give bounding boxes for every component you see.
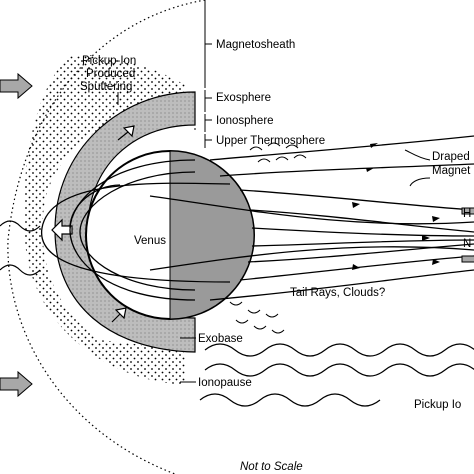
bow-shock xyxy=(7,0,206,474)
tail-rays-clouds xyxy=(229,142,307,334)
solar-wind-arrow-top xyxy=(0,72,33,100)
leader-lines xyxy=(117,0,431,383)
sputter-arrow-top xyxy=(117,125,135,141)
label-right-n: N xyxy=(463,238,471,250)
solar-wind-arrow-bottom xyxy=(0,370,33,398)
label-draped-2: Magnet xyxy=(432,165,471,177)
tail-field-lines xyxy=(149,135,474,301)
tail-arrowheads xyxy=(352,143,440,270)
label-ionosphere: Ionosphere xyxy=(216,115,274,127)
label-exobase: Exobase xyxy=(198,333,243,345)
label-pickup-sputter-3: Sputtering xyxy=(80,81,132,93)
sputter-arrow-bottom xyxy=(111,307,127,323)
label-upper-thermosphere: Upper Thermosphere xyxy=(216,135,325,147)
right-arrow-top xyxy=(461,207,474,215)
draped-field-lines xyxy=(41,159,231,301)
label-exosphere: Exosphere xyxy=(216,92,271,104)
label-draped-1: Draped xyxy=(432,151,470,163)
venus-night-side xyxy=(169,150,255,320)
label-pickup-sputter-2: Produced xyxy=(86,68,135,80)
ionosphere-band xyxy=(54,91,196,353)
label-venus: Venus xyxy=(134,235,166,247)
label-ionopause: Ionopause xyxy=(198,377,252,389)
label-not-to-scale: Not to Scale xyxy=(240,461,303,473)
label-pickup-sputter-1: Pickup-Ion xyxy=(82,55,136,67)
wavy-lines xyxy=(0,220,474,407)
label-tail-rays: Tail Rays, Clouds? xyxy=(290,287,385,299)
label-right-h: H xyxy=(463,208,471,220)
label-pickup-ions: Pickup Io xyxy=(414,399,461,411)
sputtering-dot-cloud xyxy=(24,55,185,385)
label-magnetosheath: Magnetosheath xyxy=(216,39,295,51)
right-arrow-bottom xyxy=(461,255,474,263)
